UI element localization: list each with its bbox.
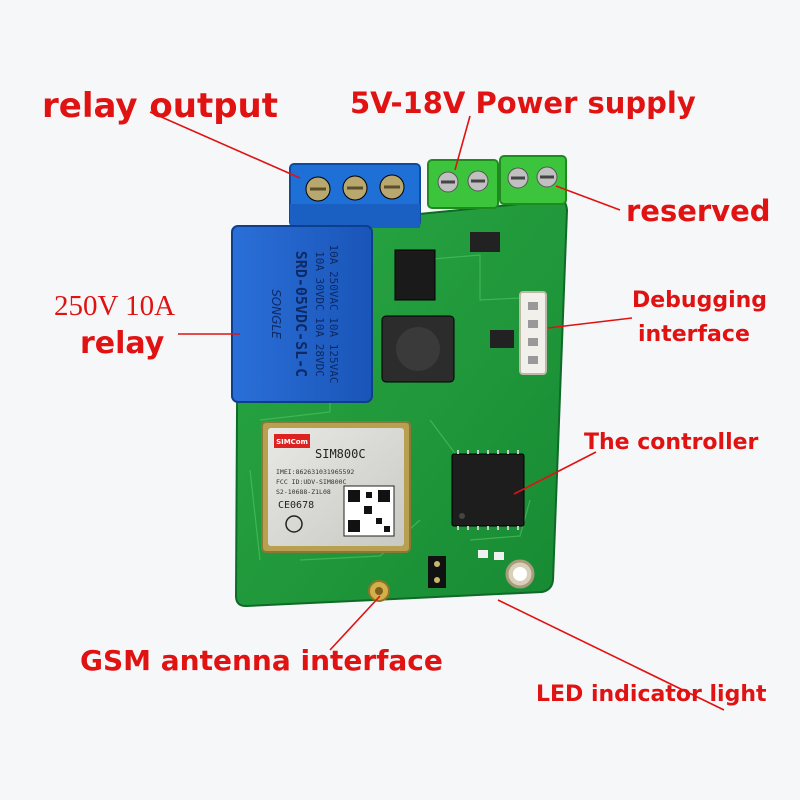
label-relay-word: relay — [80, 326, 165, 361]
relay-rating-2: 10A 30VDC 10A 28VDC — [313, 251, 326, 377]
relay-output-terminal — [289, 163, 421, 228]
relay-brand: SONGLE — [269, 289, 283, 339]
power-components — [381, 232, 514, 383]
label-relay-output: relay output — [42, 86, 278, 126]
led-indicators — [478, 550, 504, 560]
label-relay-rating: 250V 10A — [54, 290, 176, 322]
leader-lines — [149, 111, 725, 711]
qr-code-icon — [343, 485, 395, 537]
reserved-terminal — [499, 155, 567, 205]
controller-chip — [451, 450, 525, 530]
gsm-antenna-connector — [368, 580, 390, 602]
relay-model: SRD-05VDC-SL-C — [292, 251, 310, 377]
debugging-interface-connector — [519, 291, 547, 375]
label-debugging-line1: Debugging — [632, 288, 768, 313]
label-led-indicator: LED indicator light — [536, 682, 767, 707]
relay-rating-1: 10A 250VAC 10A 125VAC — [327, 244, 340, 383]
power-supply-terminal — [427, 159, 499, 209]
module-model: SIM800C — [315, 447, 366, 461]
jumper-header — [428, 556, 446, 588]
label-gsm-antenna: GSM antenna interface — [80, 644, 443, 677]
label-debugging-line2: interface — [638, 322, 750, 347]
label-reserved: reserved — [626, 194, 771, 228]
simcom-logo — [274, 434, 310, 448]
module-brand: SIMCom — [276, 438, 308, 446]
module-serial: S2-10688-Z1L08 — [276, 488, 331, 496]
sim800c-module: SIMCom SIM800C IMEI:862631031965592 FCC … — [261, 421, 411, 553]
label-controller: The controller — [584, 430, 759, 455]
module-imei: IMEI:862631031965592 — [276, 468, 354, 476]
label-power-supply: 5V-18V Power supply — [350, 86, 696, 120]
relay: 10A 250VAC 10A 125VAC 10A 30VDC 10A 28VD… — [231, 225, 373, 403]
ccc-mark-icon — [285, 515, 303, 533]
module-ce-mark: CE0678 — [278, 500, 314, 511]
module-fcc: FCC ID:UDV-SIM800C — [276, 478, 347, 486]
